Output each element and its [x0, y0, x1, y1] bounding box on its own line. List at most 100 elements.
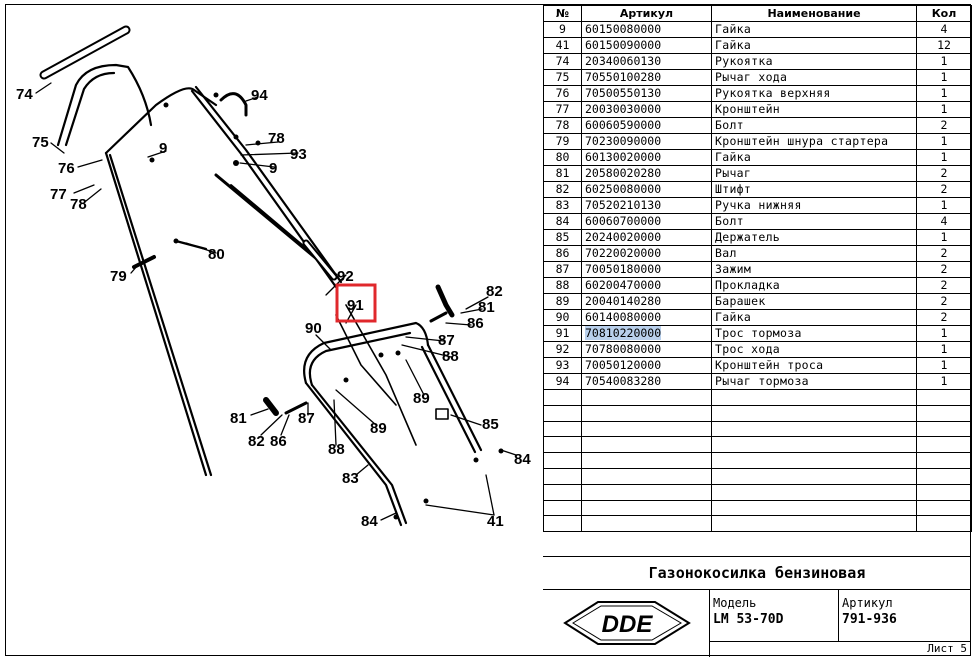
cell-num: 80: [543, 149, 582, 166]
cell-qty: 1: [916, 149, 972, 166]
cell-article: 60060590000: [581, 117, 712, 134]
empty-cell: [581, 404, 712, 422]
cell-name: Кронштейн шнура стартера: [711, 133, 917, 150]
cell-qty: 2: [916, 293, 972, 310]
cell-name: Трос тормоза: [711, 325, 917, 342]
empty-cell: [711, 389, 917, 406]
callout-85: 85: [482, 416, 499, 433]
callout-92: 92: [337, 268, 354, 285]
table-header-row: № Артикул Наименование Кол: [543, 5, 972, 22]
empty-cell: [916, 515, 972, 533]
cell-qty: 2: [916, 309, 972, 326]
cell-name: Гайка: [711, 309, 917, 326]
empty-table-row: [543, 436, 972, 454]
cell-num: 84: [543, 213, 582, 230]
cell-qty: 4: [916, 21, 972, 38]
empty-cell: [543, 389, 582, 406]
callout-81a: 81: [478, 299, 495, 316]
cell-qty: 1: [916, 85, 972, 102]
header-article: Артикул: [581, 5, 712, 22]
cell-num: 83: [543, 197, 582, 214]
cell-qty: 1: [916, 53, 972, 70]
cell-qty: 2: [916, 277, 972, 294]
empty-cell: [711, 452, 917, 469]
callout-81b: 81: [230, 410, 247, 427]
cell-name: Вал: [711, 245, 917, 262]
empty-cell: [581, 467, 712, 485]
cell-name: Рукоятка верхняя: [711, 85, 917, 102]
cell-qty: 1: [916, 373, 972, 390]
title-block: Газонокосилка бензиновая DDE Модель LM 5…: [543, 556, 971, 657]
callout-87a: 87: [438, 332, 455, 349]
exploded-diagram: 74 94 75 76 9 78 93 9 77 78 80 79 92 91 …: [16, 25, 531, 530]
article-value: 791-936: [842, 612, 897, 627]
empty-cell: [916, 452, 972, 469]
cell-num: 94: [543, 373, 582, 390]
cell-name: Рычаг хода: [711, 69, 917, 86]
callout-78a: 78: [268, 130, 285, 147]
cell-article: 60060700000: [581, 213, 712, 230]
cell-name: Барашек: [711, 293, 917, 310]
empty-cell: [916, 483, 972, 501]
empty-table-row: [543, 452, 972, 469]
callout-82a: 82: [486, 283, 503, 300]
empty-cell: [581, 515, 712, 533]
empty-cell: [581, 389, 712, 406]
empty-cell: [916, 499, 972, 517]
cell-article: 20340060130: [581, 53, 712, 70]
cell-article: 60130020000: [581, 149, 712, 166]
callout-88b: 88: [328, 441, 345, 458]
cell-name: Зажим: [711, 261, 917, 278]
cell-num: 93: [543, 357, 582, 374]
callout-80: 80: [208, 246, 225, 263]
model-label: Модель: [713, 596, 757, 610]
cell-num: 82: [543, 181, 582, 198]
cell-name: Рычаг: [711, 165, 917, 182]
callout-93: 93: [290, 146, 307, 163]
empty-table-row: [543, 483, 972, 501]
empty-cell: [543, 420, 582, 438]
empty-cell: [543, 404, 582, 422]
cell-name: Прокладка: [711, 277, 917, 294]
callout-89a: 89: [413, 390, 430, 407]
callout-91: 91: [347, 297, 364, 314]
cell-name: Кронштейн троса: [711, 357, 917, 374]
cell-qty: 1: [916, 69, 972, 86]
empty-cell: [916, 467, 972, 485]
cell-qty: 2: [916, 165, 972, 182]
cell-article: 60200470000: [581, 277, 712, 294]
model-value: LM 53-70D: [713, 612, 784, 627]
empty-table-row: [543, 467, 972, 485]
cell-qty: 1: [916, 133, 972, 150]
cell-num: 86: [543, 245, 582, 262]
cell-num: 74: [543, 53, 582, 70]
article-cell: Артикул 791-936: [839, 590, 971, 642]
cell-name: Кронштейн: [711, 101, 917, 118]
empty-cell: [543, 436, 582, 454]
callout-84a: 84: [514, 451, 531, 468]
callout-86a: 86: [467, 315, 484, 332]
cell-num: 91: [543, 325, 582, 342]
cell-name: Держатель: [711, 229, 917, 246]
cell-article: 70500550130: [581, 85, 712, 102]
product-title: Газонокосилка бензиновая: [543, 557, 971, 590]
cell-num: 87: [543, 261, 582, 278]
cell-qty: 2: [916, 245, 972, 262]
empty-cell: [581, 499, 712, 517]
empty-cell: [581, 436, 712, 454]
empty-cell: [916, 436, 972, 454]
empty-cell: [543, 452, 582, 469]
